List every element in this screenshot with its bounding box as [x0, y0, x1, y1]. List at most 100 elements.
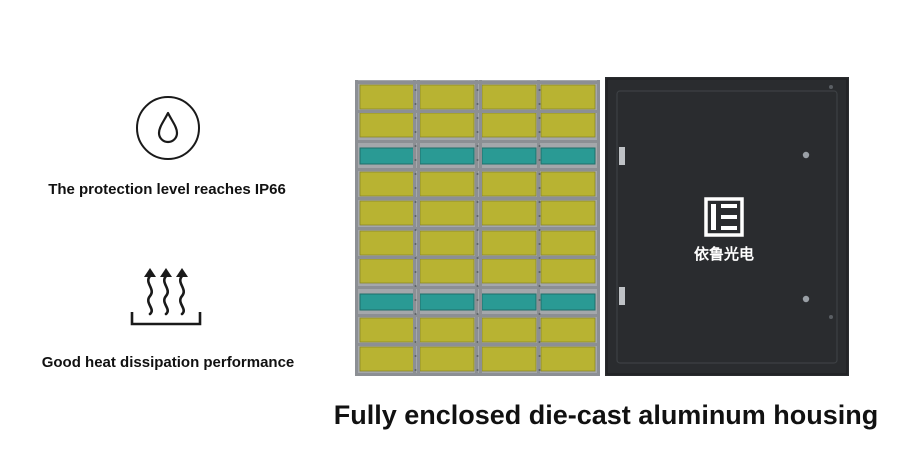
power-box — [419, 293, 475, 311]
rivet — [538, 103, 541, 105]
rivet — [538, 285, 541, 287]
rivet — [476, 271, 479, 273]
frame-bar — [475, 80, 478, 376]
rivet — [414, 271, 417, 273]
rivet — [414, 313, 417, 315]
screw — [802, 295, 810, 303]
frame-bar — [413, 80, 416, 376]
rivet — [414, 89, 417, 91]
power-box — [359, 147, 415, 165]
led-module — [540, 171, 596, 197]
frame-bar — [597, 80, 600, 376]
rivet — [414, 103, 417, 105]
rivet — [414, 327, 417, 329]
power-box — [481, 147, 537, 165]
water-drop-icon — [136, 96, 200, 160]
rivet — [476, 159, 479, 161]
rivet — [476, 327, 479, 329]
led-module — [540, 317, 596, 343]
rivet — [538, 243, 541, 245]
led-module — [359, 230, 415, 256]
led-module — [359, 200, 415, 226]
led-module — [419, 346, 475, 372]
rivet — [476, 103, 479, 105]
cabinet-rear-view — [355, 80, 600, 376]
led-module — [540, 84, 596, 110]
led-module — [481, 112, 537, 138]
rivet — [476, 341, 479, 343]
rivet — [476, 131, 479, 133]
heat-dissipation-label: Good heat dissipation performance — [41, 354, 295, 371]
led-module — [359, 171, 415, 197]
rivet — [538, 159, 541, 161]
led-module — [359, 84, 415, 110]
rivet — [476, 117, 479, 119]
rivet — [414, 299, 417, 301]
rivet — [476, 369, 479, 371]
rivet — [414, 243, 417, 245]
led-module — [540, 230, 596, 256]
led-module — [540, 200, 596, 226]
brand-logo-text: 依鲁光电 — [694, 245, 754, 263]
led-module — [540, 112, 596, 138]
screw — [802, 151, 810, 159]
rivet — [538, 257, 541, 259]
led-module — [359, 258, 415, 284]
led-module — [481, 346, 537, 372]
rivet — [538, 299, 541, 301]
rivet — [538, 117, 541, 119]
power-box — [359, 293, 415, 311]
led-module — [359, 112, 415, 138]
rivet — [538, 215, 541, 217]
rivet — [538, 201, 541, 203]
rivet — [414, 369, 417, 371]
brand-logo-mark — [704, 197, 744, 237]
led-module — [481, 84, 537, 110]
led-module — [359, 317, 415, 343]
rivet — [476, 215, 479, 217]
rivet — [538, 131, 541, 133]
rivet — [476, 257, 479, 259]
rivet — [538, 187, 541, 189]
frame-bar — [479, 80, 482, 376]
screw — [829, 85, 833, 89]
rivet — [538, 173, 541, 175]
rivet — [414, 257, 417, 259]
rivet — [476, 187, 479, 189]
led-module — [481, 317, 537, 343]
led-module — [419, 112, 475, 138]
power-box — [540, 147, 596, 165]
rivet — [414, 229, 417, 231]
rivet — [476, 285, 479, 287]
rivet — [476, 173, 479, 175]
led-module — [359, 346, 415, 372]
rivet — [476, 313, 479, 315]
frame-bar — [355, 80, 358, 376]
led-module — [419, 200, 475, 226]
led-module — [481, 230, 537, 256]
heat-waves-icon — [130, 268, 202, 326]
led-module — [481, 200, 537, 226]
screw — [829, 315, 833, 319]
led-module — [419, 258, 475, 284]
cabinet-front-view: 依鲁光电 — [605, 77, 849, 376]
led-module — [419, 230, 475, 256]
led-module — [419, 171, 475, 197]
rivet — [414, 159, 417, 161]
rivet — [414, 355, 417, 357]
rivet — [538, 341, 541, 343]
rivet — [414, 131, 417, 133]
frame-bar — [537, 80, 540, 376]
rivet — [538, 327, 541, 329]
frame-bar — [417, 80, 420, 376]
rivet — [476, 355, 479, 357]
rivet — [476, 89, 479, 91]
rivet — [414, 187, 417, 189]
led-module — [419, 84, 475, 110]
rivet — [538, 89, 541, 91]
led-module — [481, 258, 537, 284]
rivet — [476, 299, 479, 301]
rivet — [414, 341, 417, 343]
rivet — [414, 117, 417, 119]
housing-caption: Fully enclosed die-cast aluminum housing — [333, 400, 879, 430]
